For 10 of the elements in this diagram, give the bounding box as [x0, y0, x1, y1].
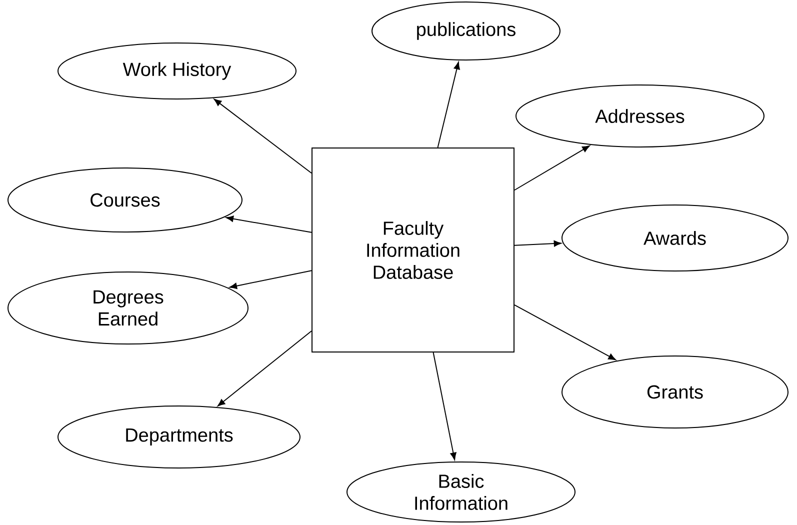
arrow: [437, 62, 460, 148]
arrow: [514, 304, 616, 360]
arrow: [226, 216, 312, 233]
arrow: [229, 270, 312, 290]
arrow: [514, 145, 590, 191]
arrow: [432, 352, 456, 460]
database-box: Faculty Information Database: [312, 148, 514, 352]
arrow: [218, 330, 312, 406]
arrow: [214, 98, 312, 174]
arrow: [514, 240, 562, 247]
